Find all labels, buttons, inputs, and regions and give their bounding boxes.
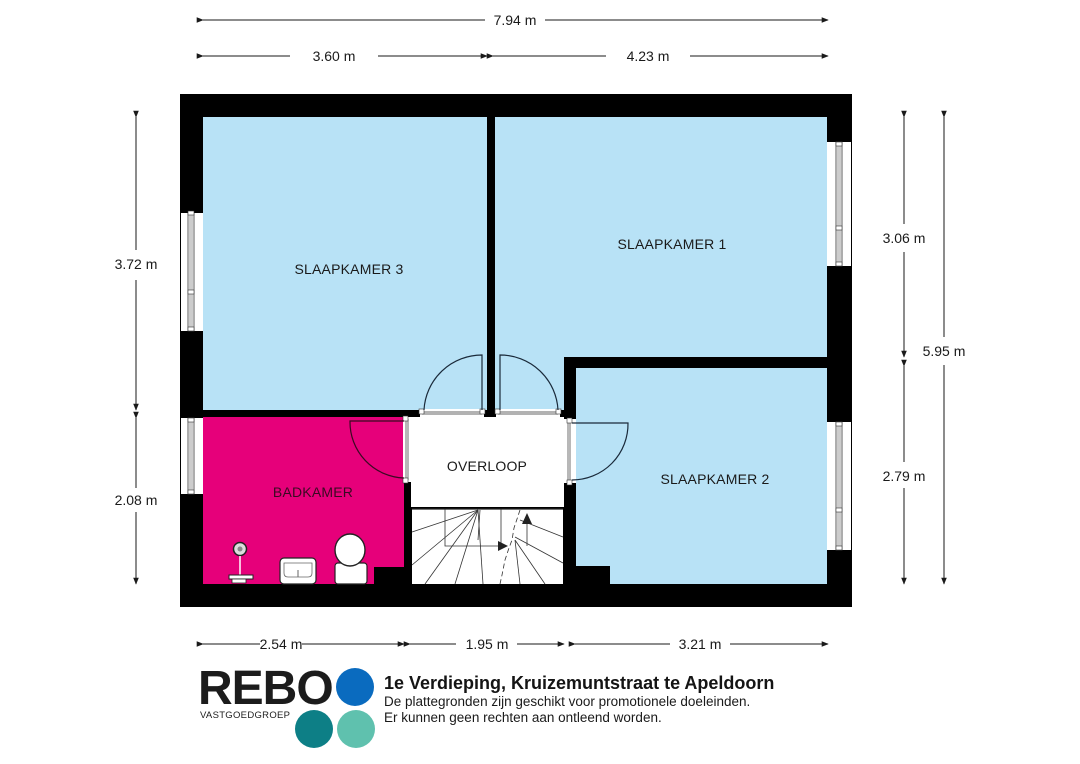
disclaimer-line-1: De plattegronden zijn geschikt voor prom… — [384, 694, 751, 709]
door-slaapkamer-1 — [494, 354, 562, 417]
logo-dot-blue-icon — [336, 668, 374, 706]
room-overloop — [411, 417, 564, 507]
window-slaapkamer-1 — [827, 141, 851, 267]
logo-dot-teal-icon — [295, 710, 333, 748]
dimension-label: 2.54 m — [260, 636, 303, 652]
room-label-slaapkamer-2: SLAAPKAMER 2 — [661, 471, 770, 487]
dimension-label: 5.95 m — [923, 343, 966, 359]
door-slaapkamer-3 — [418, 354, 486, 417]
dimension-label: 1.95 m — [466, 636, 509, 652]
dimension-label: 3.60 m — [313, 48, 356, 64]
wall-notch-slaapkamer-2 — [576, 566, 610, 584]
dimension-right-total: 5.95 m — [923, 110, 966, 585]
dimension-bottom-right: 3.21 m — [568, 636, 829, 652]
dimension-bottom-mid: 1.95 m — [403, 636, 565, 652]
plan-info: 1e Verdieping, Kruizemuntstraat te Apeld… — [384, 672, 774, 726]
window-slaapkamer-2 — [827, 421, 851, 551]
room-stairs — [412, 509, 563, 584]
toilet-icon — [334, 533, 368, 585]
dimension-top-right: 4.23 m — [486, 48, 829, 64]
door-slaapkamer-2 — [564, 417, 629, 486]
dimension-label: 2.08 m — [115, 492, 158, 508]
dimension-label: 7.94 m — [494, 12, 537, 28]
room-slaapkamer-1 — [495, 117, 827, 357]
logo-subtitle: VASTGOEDGROEP — [200, 710, 291, 721]
window-slaapkamer-3 — [181, 210, 203, 332]
sink-icon — [279, 557, 317, 585]
dimension-right-upper: 3.06 m — [883, 110, 926, 358]
logo-dot-mint-icon — [337, 710, 375, 748]
dimension-left-upper: 3.72 m — [115, 110, 158, 411]
room-slaapkamer-3 — [203, 117, 487, 410]
room-slaapkamer-2 — [576, 368, 827, 584]
wall-notch-badkamer — [374, 567, 404, 584]
door-badkamer — [349, 415, 411, 484]
dimension-right-lower: 2.79 m — [883, 359, 926, 585]
room-badkamer — [203, 417, 404, 584]
dimension-label: 3.72 m — [115, 256, 158, 272]
dimension-label: 2.79 m — [883, 468, 926, 484]
rebo-logo: REBO VASTGOEDGROEP — [196, 664, 376, 754]
room-label-overloop: OVERLOOP — [447, 458, 527, 474]
window-badkamer — [181, 417, 203, 495]
dimension-left-lower: 2.08 m — [115, 411, 158, 585]
dimension-label: 3.06 m — [883, 230, 926, 246]
room-label-badkamer: BADKAMER — [273, 484, 353, 500]
room-slaapkamer-1-extension — [495, 357, 564, 410]
dimension-top-left: 3.60 m — [196, 48, 488, 64]
shower-icon — [228, 541, 254, 584]
room-label-slaapkamer-3: SLAAPKAMER 3 — [295, 261, 404, 277]
footer: REBO VASTGOEDGROEP 1e Verdieping, Kruize… — [196, 664, 836, 754]
dimension-label: 4.23 m — [627, 48, 670, 64]
dimension-label: 3.21 m — [679, 636, 722, 652]
plan-title: 1e Verdieping, Kruizemuntstraat te Apeld… — [384, 673, 775, 693]
room-label-slaapkamer-1: SLAAPKAMER 1 — [618, 236, 727, 252]
dimension-top-total: 7.94 m — [196, 12, 829, 28]
disclaimer-line-2: Er kunnen geen rechten aan ontleend word… — [384, 710, 662, 725]
logo-text: REBO — [198, 662, 334, 715]
dimension-bottom-left: 2.54 m — [196, 636, 405, 652]
staircase — [411, 508, 564, 585]
